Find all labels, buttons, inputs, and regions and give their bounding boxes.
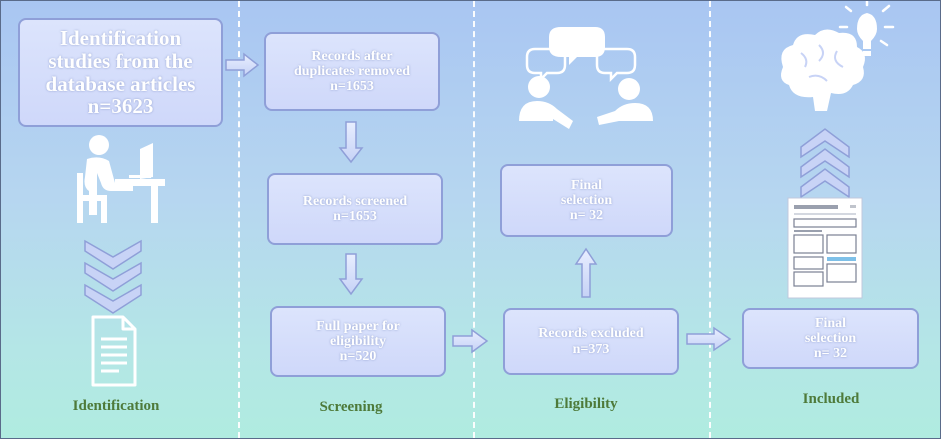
final-selection-included-line-1: Final bbox=[814, 315, 847, 331]
records-screened-count: n=1653 bbox=[333, 209, 377, 224]
records-excluded-line-1: Records excluded bbox=[538, 326, 644, 342]
records-excluded-box: Records excluded n=373 bbox=[503, 308, 679, 375]
column-label-identification: Identification bbox=[72, 398, 160, 414]
full-paper-line-1: Full paper for bbox=[316, 318, 400, 334]
column-label-screening: Screening bbox=[319, 399, 383, 415]
final-selection-included-line-2: selection bbox=[804, 330, 857, 346]
person-at-computer-icon bbox=[77, 135, 165, 223]
arrow-right bbox=[452, 328, 489, 354]
document-icon bbox=[91, 315, 137, 387]
chevron-down-icon bbox=[84, 239, 142, 314]
column-label-eligibility: Eligibility bbox=[554, 396, 618, 412]
after-duplicates-line-2: duplicates removed bbox=[293, 63, 410, 79]
column-separator bbox=[709, 1, 711, 438]
records-screened-box: Records screened n=1653 bbox=[267, 173, 443, 245]
final-selection-eligibility-box: Final selection n= 32 bbox=[500, 164, 673, 237]
final-selection-eligibility-count: n= 32 bbox=[569, 208, 604, 224]
column-separator bbox=[473, 1, 475, 438]
after-duplicates-line-1: Records after bbox=[311, 48, 393, 64]
report-form-icon bbox=[787, 197, 863, 299]
final-selection-eligibility-line-2: selection bbox=[560, 192, 613, 208]
arrow-right bbox=[225, 52, 260, 78]
arrow-right bbox=[686, 326, 732, 352]
identification-line-2: studies from the bbox=[48, 48, 193, 73]
records-excluded-count: n=373 bbox=[572, 341, 610, 357]
final-selection-included-count: n= 32 bbox=[813, 346, 848, 362]
after-duplicates-count: n=1653 bbox=[330, 79, 374, 95]
arrow-down bbox=[338, 121, 364, 164]
full-paper-line-2: eligibility bbox=[330, 333, 386, 349]
column-separator bbox=[238, 1, 240, 438]
records-screened-line-1: Records screened bbox=[302, 193, 408, 209]
identification-line-3: database articles bbox=[45, 71, 196, 96]
arrow-down bbox=[338, 253, 364, 296]
identification-line-1: Identification bbox=[59, 26, 182, 51]
final-selection-included-box: Final selection n= 32 bbox=[742, 308, 919, 369]
arrow-up bbox=[574, 247, 598, 298]
brain-lightbulb-icon bbox=[781, 1, 895, 112]
full-paper-box: Full paper for eligibility n=520 bbox=[270, 306, 446, 377]
two-people-talking-icon bbox=[519, 27, 653, 129]
identification-count: n=3623 bbox=[87, 94, 154, 119]
identification-box: Identification studies from the database… bbox=[18, 18, 223, 127]
final-selection-eligibility-line-1: Final bbox=[570, 177, 603, 193]
full-paper-count: n=520 bbox=[339, 349, 377, 365]
after-duplicates-box: Records after duplicates removed n=1653 bbox=[264, 32, 440, 111]
chevron-up-icon bbox=[800, 128, 850, 199]
column-label-included: Included bbox=[802, 391, 860, 407]
